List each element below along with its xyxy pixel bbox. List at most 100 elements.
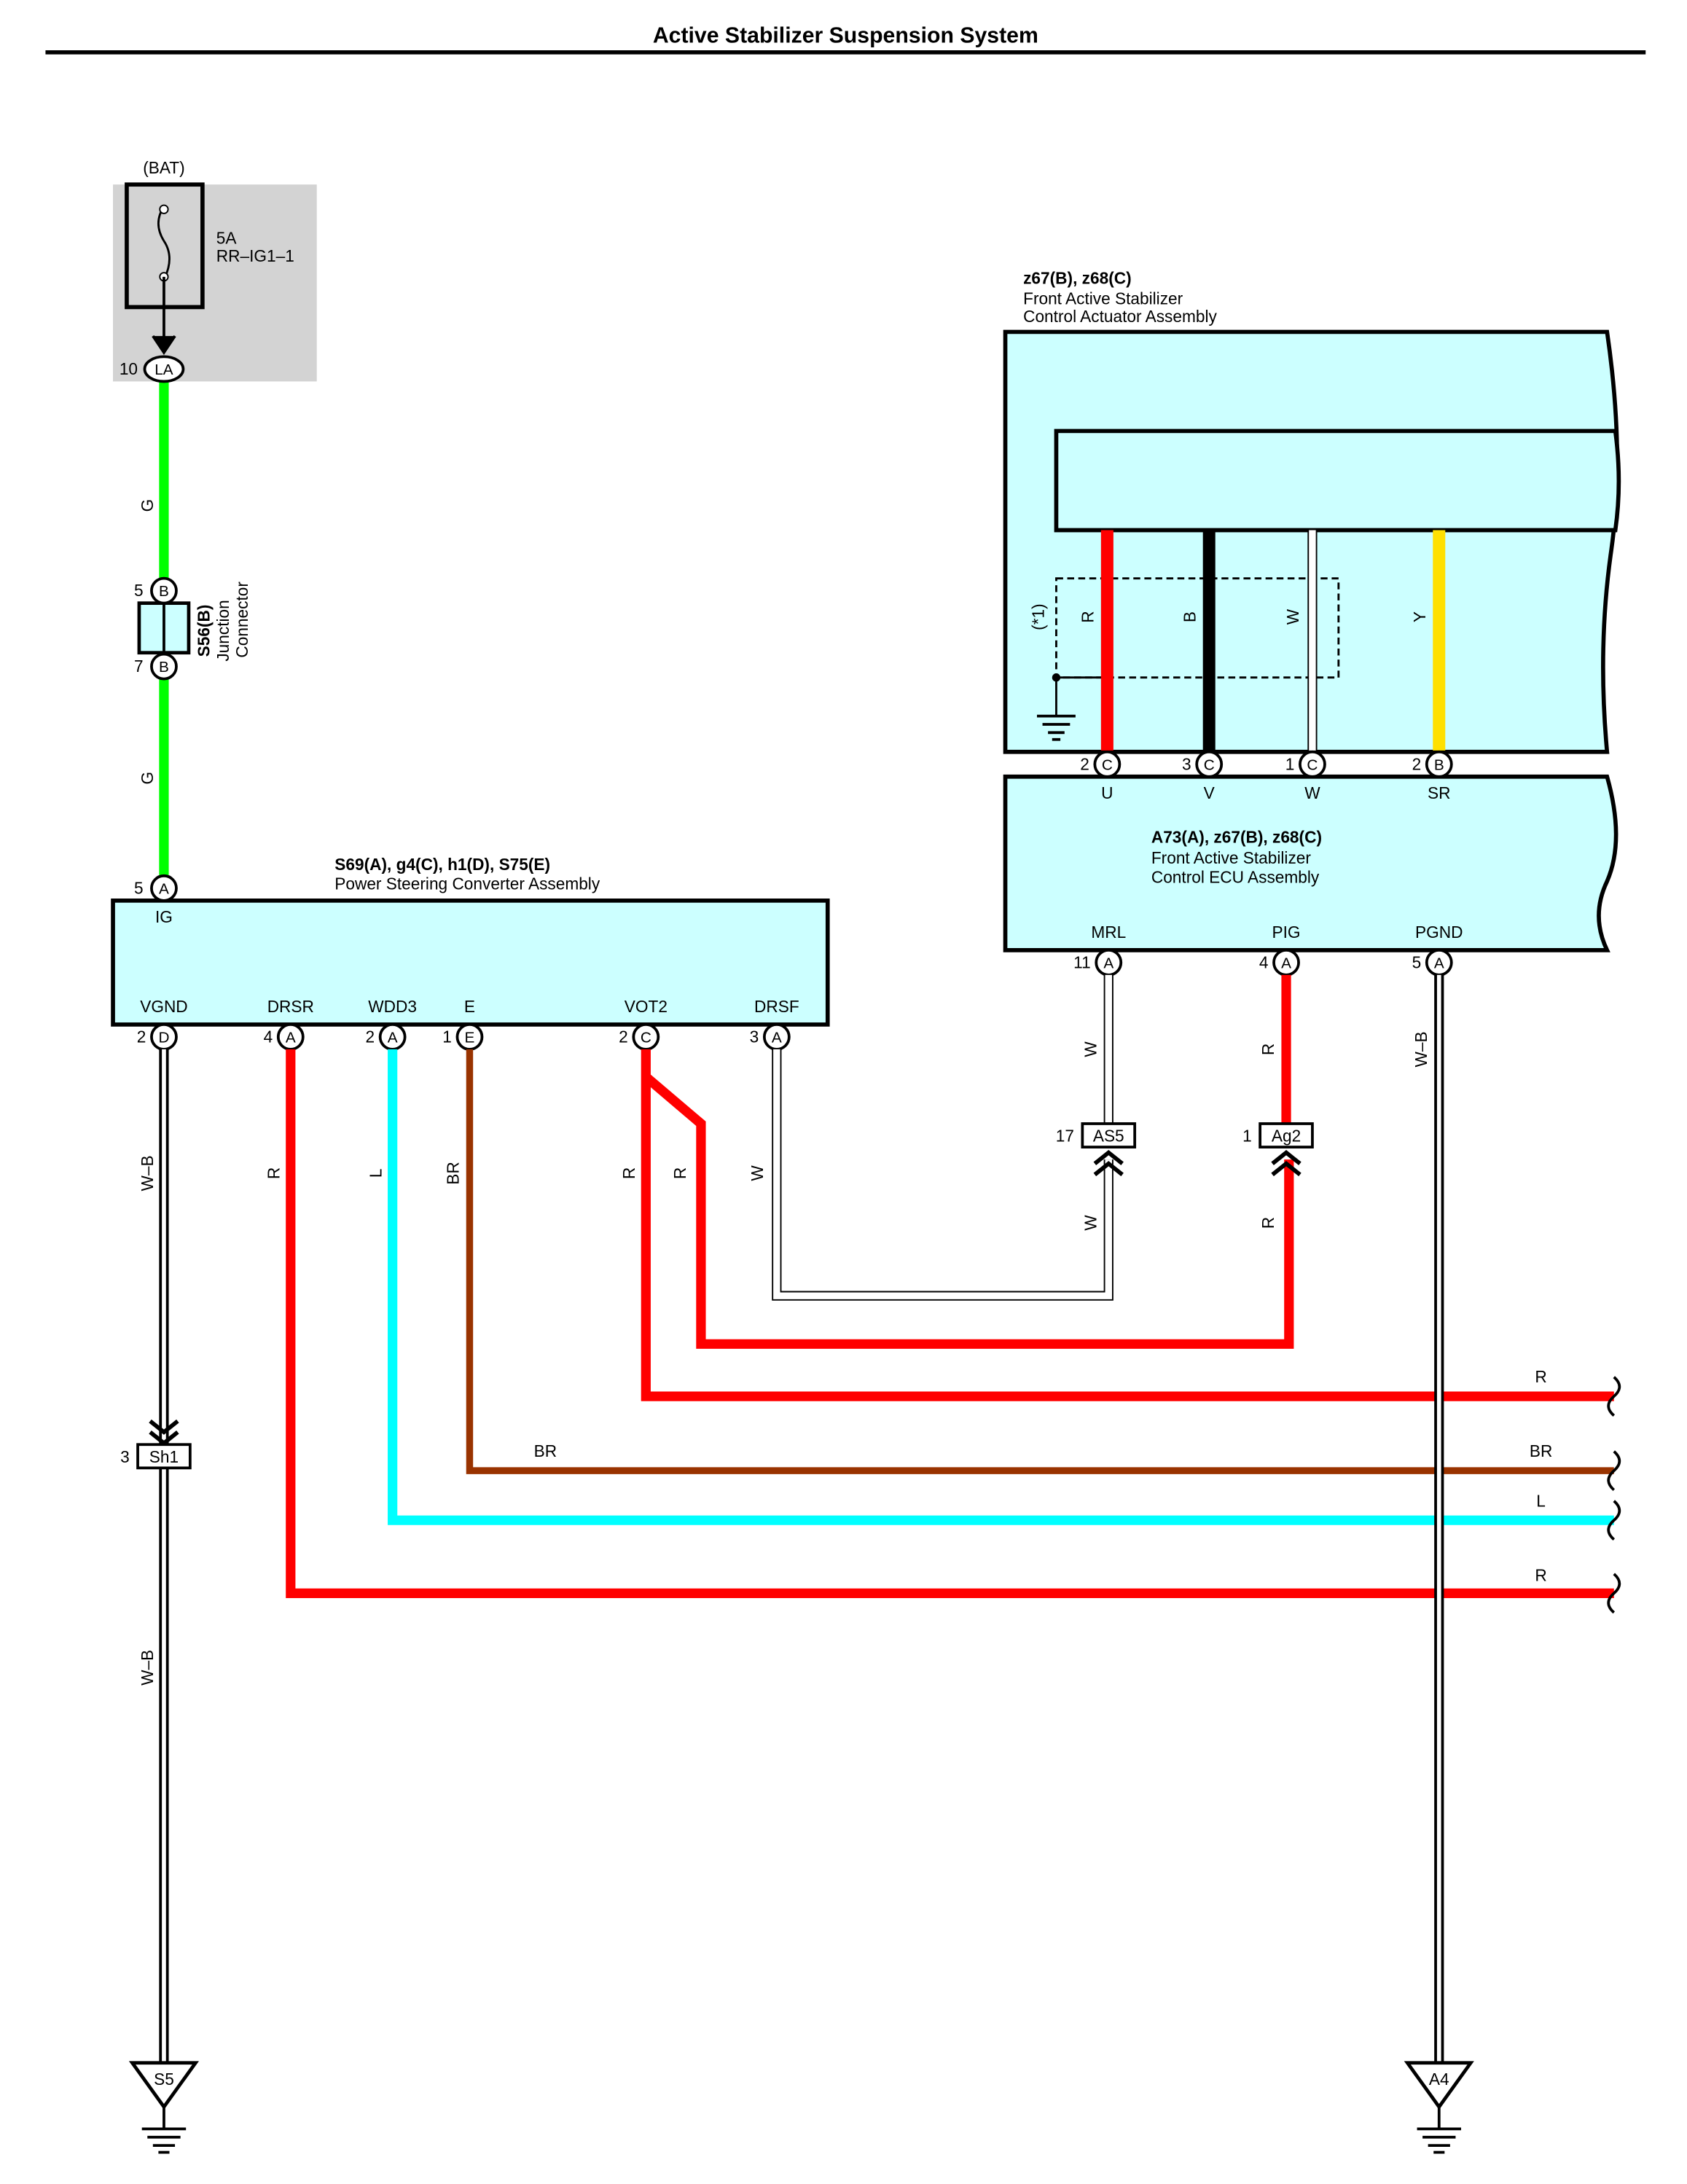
wire-label-vot2-r-b: R	[670, 1167, 689, 1179]
wire-wdd3-l	[388, 1049, 1614, 1525]
junction-connector: B 5 B 7 S56(B) Junction Connector	[134, 576, 251, 681]
ecu-top-pin-u-id: C	[1102, 756, 1113, 773]
svg-text:S5: S5	[154, 2070, 174, 2089]
actuator-wire-w: W	[1283, 530, 1318, 751]
ecu-line2: Control ECU Assembly	[1151, 867, 1320, 886]
ecu-top-pin-w-id: C	[1307, 756, 1318, 773]
psc-pin-vgnd-id: D	[158, 1029, 169, 1046]
psc-pin-vot2-id: C	[641, 1029, 651, 1046]
wire-drsf-w	[772, 1049, 1113, 1301]
actuator-wire-label-w: W	[1283, 608, 1302, 625]
psc-pin-vgnd-label: VGND	[140, 997, 187, 1016]
wire-label-drsr-r: R	[265, 1167, 283, 1179]
psc-pin-drsr-id: A	[286, 1029, 296, 1046]
psc-ig-label: IG	[155, 907, 173, 926]
ecu-top-pin-sr-id: B	[1434, 756, 1444, 773]
ecu-bottom-pin-mrl-number: 11	[1073, 952, 1091, 971]
wire-e-br	[466, 1049, 1614, 1474]
svg-text:3: 3	[120, 1447, 130, 1466]
junction-line1: Junction	[214, 600, 232, 661]
ecu-top-pin-v-label: V	[1204, 783, 1216, 802]
ecu-bottom-pin-mrl-label: MRL	[1091, 923, 1126, 942]
psc-pin-wdd3-label: WDD3	[368, 997, 417, 1016]
ecu-bottom-pin-pgnd: A5 PGND	[1412, 923, 1463, 976]
ground-s5: S5	[128, 2061, 200, 2154]
wire-label-e-br: BR	[443, 1162, 462, 1184]
fuse-block: (BAT) 5A RR–IG1–1	[113, 158, 317, 382]
actuator-dashed-box	[1055, 577, 1340, 679]
svg-text:A: A	[159, 880, 169, 897]
svg-text:LA: LA	[154, 361, 173, 378]
actuator-line2: Control Actuator Assembly	[1023, 307, 1217, 326]
pin-la-number: 10	[120, 359, 138, 378]
psc-pin-e: E1E	[442, 997, 484, 1051]
ecu-bottom-pin-pig-id: A	[1281, 955, 1291, 971]
actuator-wire-label-y: Y	[1410, 611, 1429, 622]
actuator-note: (*1)	[1028, 603, 1047, 630]
psc-code: S69(A), g4(C), h1(D), S75(E)	[334, 855, 550, 874]
ecu-bottom-pin-pgnd-id: A	[1434, 955, 1444, 971]
wire-label-wb-2: W–B	[138, 1650, 157, 1686]
connector-as5: AS5 17	[1056, 1122, 1137, 1177]
psc-pin-vot2-label: VOT2	[625, 997, 668, 1016]
wire-label-pig-r-lower: R	[1259, 1217, 1277, 1229]
ground-a4: A4	[1404, 2061, 1474, 2154]
ecu-bottom-pin-pig-number: 4	[1259, 952, 1269, 971]
svg-text:Ag2: Ag2	[1272, 1127, 1301, 1146]
power-steering-converter: S69(A), g4(C), h1(D), S75(E) Power Steer…	[111, 855, 830, 1051]
svg-text:17: 17	[1056, 1127, 1074, 1146]
psc-pin-vgnd-number: 2	[137, 1027, 146, 1046]
ecu-code: A73(A), z67(B), z68(C)	[1151, 827, 1322, 846]
ecu-bottom-pin-pgnd-number: 5	[1412, 952, 1422, 971]
fuse-source-label: (BAT)	[143, 158, 184, 177]
ecu-line1: Front Active Stabilizer	[1151, 848, 1312, 867]
wire-label-pgnd-wb: W–B	[1412, 1031, 1430, 1067]
wire-label-drsr-r-right: R	[1535, 1565, 1546, 1584]
ecu-top-pin-u-label: U	[1101, 783, 1113, 802]
wire-vot2-r-b	[643, 1073, 1294, 1349]
page-title: Active Stabilizer Suspension System	[653, 24, 1038, 48]
svg-text:B: B	[159, 583, 169, 600]
wire-label-wdd3-l: L	[367, 1169, 385, 1178]
actuator-wire-label-b: B	[1180, 611, 1199, 622]
psc-pin-vgnd: D2 VGND	[137, 997, 188, 1051]
ecu-bottom-pin-pgnd-label: PGND	[1415, 923, 1463, 942]
wire-label-wb-1: W–B	[138, 1155, 157, 1191]
svg-text:5: 5	[134, 878, 144, 897]
ecu-top-pin-w: C1W	[1285, 750, 1326, 802]
psc-name: Power Steering Converter Assembly	[334, 874, 600, 893]
ecu-top-pin-w-number: 1	[1285, 754, 1295, 773]
ecu-top-pin-u: C2U	[1080, 750, 1122, 802]
connector-sh1: Sh1 3	[120, 1419, 192, 1470]
ecu-top-pin-u-number: 2	[1080, 754, 1089, 773]
svg-text:AS5: AS5	[1093, 1127, 1124, 1146]
actuator-line1: Front Active Stabilizer	[1023, 289, 1183, 308]
wire-vot2-r-a	[641, 1049, 1614, 1401]
ecu-assembly: A73(A), z67(B), z68(C) Front Active Stab…	[1003, 750, 1618, 976]
svg-text:Sh1: Sh1	[149, 1447, 179, 1466]
psc-pin-e-id: E	[465, 1029, 475, 1046]
actuator-wire-b: B	[1180, 530, 1216, 751]
ecu-bottom-pin-pig-label: PIG	[1272, 923, 1301, 942]
wire-label-g-lower: G	[138, 772, 157, 785]
ecu-top-pin-v-number: 3	[1182, 754, 1191, 773]
psc-pin-wdd3-number: 2	[365, 1027, 375, 1046]
psc-pin-vot2-number: 2	[619, 1027, 628, 1046]
svg-text:5: 5	[134, 581, 144, 600]
svg-text:1: 1	[1242, 1127, 1252, 1146]
connector-ag2: Ag2 1	[1242, 1122, 1314, 1177]
psc-pin-e-number: 1	[442, 1027, 452, 1046]
wire-label-vot2-r-a: R	[619, 1167, 638, 1179]
psc-pin-wdd3-id: A	[388, 1029, 398, 1046]
wire-label-mrl-w-lower: W	[1081, 1215, 1100, 1231]
ecu-top-pin-v: C3V	[1182, 750, 1224, 802]
wire-label-g-upper: G	[138, 499, 157, 512]
psc-pin-drsr-label: DRSR	[267, 997, 314, 1016]
ecu-bottom-pin-mrl-id: A	[1103, 955, 1113, 971]
ecu-top-pin-v-id: C	[1204, 756, 1215, 773]
